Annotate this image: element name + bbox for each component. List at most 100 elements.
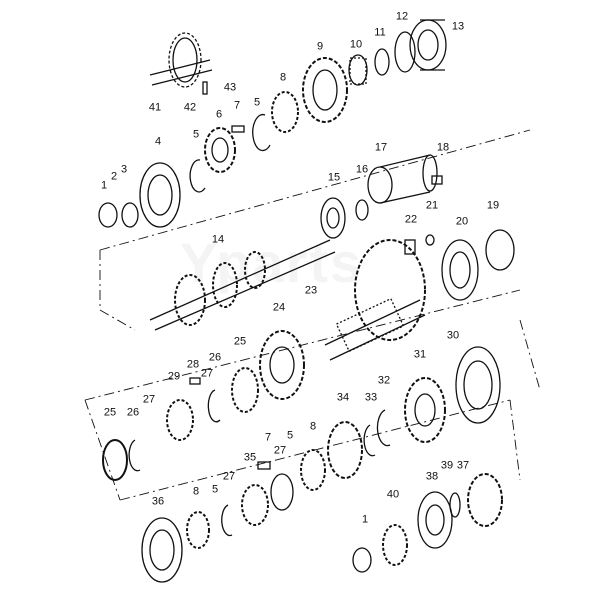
callout-14: 14 (211, 233, 225, 246)
callout-8: 8 (309, 420, 317, 433)
pinion-shaft-23 (324, 239, 426, 361)
callout-19: 19 (486, 199, 500, 212)
callout-38: 38 (425, 470, 439, 483)
callout-2: 2 (110, 170, 118, 183)
callout-5: 5 (286, 429, 294, 442)
callout-32: 32 (377, 374, 391, 387)
mainshaft-14 (149, 239, 336, 331)
nut-1 (352, 547, 372, 573)
callout-26: 26 (208, 351, 222, 364)
callout-15: 15 (327, 171, 341, 184)
callout-21: 21 (425, 199, 439, 212)
callout-43: 43 (223, 81, 237, 94)
gear-9 (302, 57, 348, 123)
circlip-5 (252, 113, 271, 152)
callout-7: 7 (264, 431, 272, 444)
circlip-5c (221, 504, 233, 537)
screw-18 (431, 175, 443, 185)
callout-9: 9 (316, 40, 324, 53)
key-7 (231, 125, 245, 133)
callout-25: 25 (103, 406, 117, 419)
callout-29: 29 (167, 370, 181, 383)
circlip-33 (363, 424, 376, 457)
watermark: Yparts (180, 230, 363, 295)
callout-36: 36 (151, 495, 165, 508)
callout-26: 26 (126, 406, 140, 419)
synchro-ring-25b (102, 439, 128, 481)
callout-5: 5 (192, 128, 200, 141)
ring-12 (394, 31, 416, 73)
callout-27: 27 (222, 470, 236, 483)
callout-37: 37 (456, 459, 470, 472)
sleeve-30 (455, 346, 501, 424)
callout-13: 13 (451, 20, 465, 33)
callout-28: 28 (186, 358, 200, 371)
callout-18: 18 (436, 141, 450, 154)
callout-8: 8 (279, 71, 287, 84)
callout-10: 10 (349, 38, 363, 51)
parts-1-3 (98, 202, 139, 228)
synchro-ring-25 (231, 367, 259, 413)
callout-27: 27 (273, 444, 287, 457)
callout-24: 24 (272, 301, 286, 314)
shaft-41 (149, 32, 213, 88)
callout-16: 16 (355, 163, 369, 176)
callout-42: 42 (183, 101, 197, 114)
callout-41: 41 (148, 101, 162, 114)
gear-34 (327, 421, 363, 479)
callout-31: 31 (413, 348, 427, 361)
gear-31 (404, 377, 446, 443)
washer-21 (425, 234, 435, 246)
bearing-15 (320, 197, 346, 239)
synchro-ring-8c (186, 511, 210, 549)
callout-6: 6 (215, 108, 223, 121)
callout-20: 20 (455, 215, 469, 228)
callout-40: 40 (386, 488, 400, 501)
callout-3: 3 (120, 163, 128, 176)
hub-35 (241, 484, 269, 526)
dashed-group-borders (84, 129, 541, 501)
callout-5: 5 (253, 96, 261, 109)
pin-43 (202, 81, 208, 95)
cover-19 (485, 229, 515, 271)
sleeve-4 (139, 162, 181, 228)
gear-24 (259, 330, 305, 400)
callout-35: 35 (243, 451, 257, 464)
synchro-ring-8 (271, 91, 299, 133)
housing-17 (367, 154, 438, 204)
bolt-22 (404, 239, 416, 255)
gear-40 (382, 524, 408, 566)
bearing-13 (409, 19, 447, 71)
callout-7: 7 (233, 99, 241, 112)
callout-27: 27 (142, 393, 156, 406)
bearing-20 (441, 239, 479, 301)
callout-8: 8 (192, 485, 200, 498)
callout-4: 4 (154, 135, 162, 148)
ring-39 (449, 492, 461, 518)
ring-16 (355, 199, 369, 221)
callout-30: 30 (446, 329, 460, 342)
hub-29 (166, 399, 194, 441)
callout-33: 33 (364, 391, 378, 404)
callout-25: 25 (233, 335, 247, 348)
circlip-32 (376, 409, 391, 447)
circlip-26 (207, 389, 221, 423)
callout-11: 11 (374, 26, 386, 39)
hub-6 (204, 127, 236, 173)
callout-1: 1 (100, 179, 108, 192)
callout-23: 23 (304, 284, 318, 297)
callout-12: 12 (395, 10, 409, 23)
callout-27: 27 (200, 367, 214, 380)
callout-22: 22 (404, 213, 418, 226)
ring-27 (270, 473, 294, 511)
needle-bearing-10 (348, 54, 368, 86)
gear-37 (467, 473, 503, 527)
circlip-5b (189, 159, 206, 193)
callout-39: 39 (440, 459, 454, 472)
bearing-38 (417, 491, 453, 549)
key-7b (257, 461, 271, 470)
callout-1: 1 (361, 513, 369, 526)
synchro-ring-8b (300, 449, 326, 491)
